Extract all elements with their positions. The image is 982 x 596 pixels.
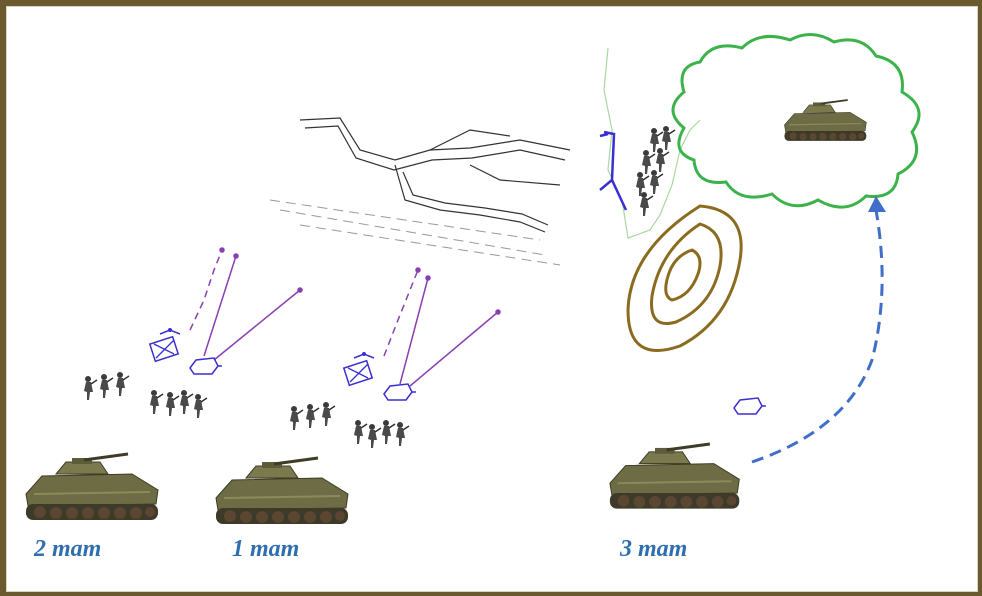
infantry-fighting-vehicle-icon — [610, 444, 739, 509]
fire-lines-platoon-1 — [384, 268, 500, 386]
infantry-group-platoon-2 — [84, 372, 207, 418]
platoon-command-post-icon — [600, 132, 626, 210]
platoon-command-post-icon — [150, 328, 180, 361]
infantry-group-platoon-1 — [290, 402, 409, 448]
platoon-3-label: 3 mam — [620, 536, 687, 563]
observation-post-icon — [384, 384, 416, 400]
platoon-2-label: 2 mam — [34, 536, 101, 563]
infantry-group-top — [636, 126, 675, 216]
platoon-command-post-icon — [344, 352, 374, 385]
fire-lines-platoon-2 — [190, 248, 302, 360]
maneuver-arrow — [752, 210, 882, 462]
trench-icon — [270, 118, 570, 265]
platoon-1-label: 1 mam — [232, 536, 299, 563]
infantry-fighting-vehicle-icon — [216, 458, 348, 524]
infantry-fighting-vehicle-icon — [26, 454, 158, 520]
observation-post-icon — [190, 358, 222, 374]
infantry-fighting-vehicle-icon — [784, 100, 866, 141]
observation-post-icon — [734, 398, 766, 414]
hill-contour-icon — [628, 206, 741, 351]
